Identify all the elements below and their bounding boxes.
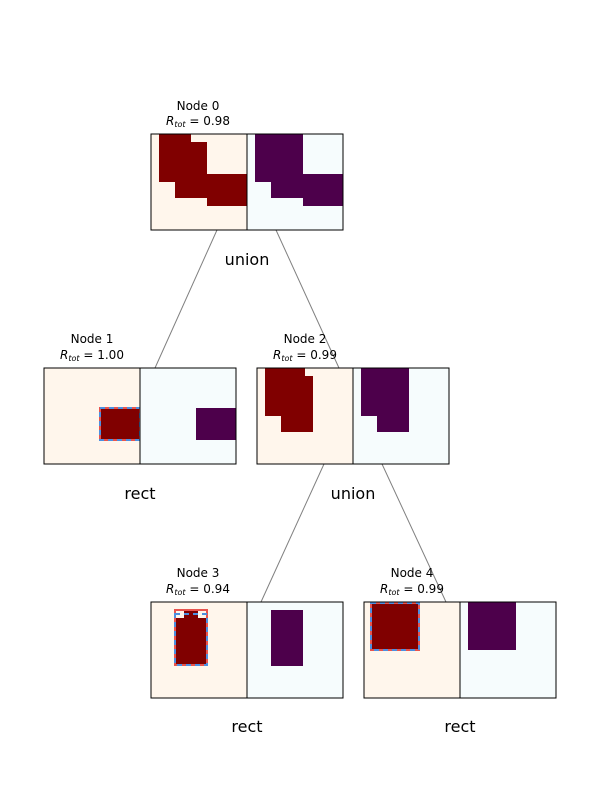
node-3-score: Rtot = 0.94 [166,582,230,597]
node-4-score: Rtot = 0.99 [380,582,444,597]
node-2-op: union [331,484,376,503]
edges [154,229,447,603]
edge-2-3 [260,463,325,603]
node-0-op: union [225,250,270,269]
node-0-left-panel [150,133,248,231]
node-4-title: Node 4 [391,566,434,580]
node-0: Node 0 Rtot = 0.98 union [150,99,344,269]
edge-0-1 [154,229,218,369]
mask-block [100,408,140,440]
mask-block [271,174,303,198]
node-0-title: Node 0 [177,99,220,113]
mask-block [176,618,206,665]
node-1-op: rect [124,484,155,503]
node-1-title: Node 1 [71,332,114,346]
node-4-left-panel [363,601,461,699]
node-0-score: Rtot = 0.98 [166,114,230,129]
node-3-left-panel [150,601,248,699]
node-4: Node 4 Rtot = 0.99 rect [363,566,557,736]
node-2-right-panel [352,367,450,465]
node-3-title: Node 3 [177,566,220,580]
node-1-left-panel [43,367,141,465]
mask-block [377,408,409,432]
node-2-score: Rtot = 0.99 [273,348,337,363]
mask-block [372,604,419,649]
node-3: Node 3 Rtot = 0.94 rect [150,566,344,736]
node-1: Node 1 Rtot = 1.00 rect [43,332,237,503]
edge-0-2 [275,229,340,369]
mask-block [271,610,303,666]
node-3-right-panel [246,601,344,699]
mask-block [196,408,236,440]
node-0-right-panel [246,133,344,231]
node-4-op: rect [444,717,475,736]
node-1-score: Rtot = 1.00 [60,348,124,363]
bounding-box-outline [174,613,208,666]
mask-block [184,610,198,620]
node-2: Node 2 Rtot = 0.99 union [256,332,450,503]
bounding-box-outline [370,602,420,651]
node-4-right-panel [459,601,557,699]
mask-block [468,602,516,650]
node-1-right-panel [139,367,237,465]
node-2-title: Node 2 [284,332,327,346]
edge-2-4 [381,463,447,603]
mask-block [281,376,313,432]
mask-block [207,174,247,206]
node-2-left-panel [256,367,354,465]
mask-block [175,142,207,198]
mask-block [303,174,343,206]
node-3-op: rect [231,717,262,736]
